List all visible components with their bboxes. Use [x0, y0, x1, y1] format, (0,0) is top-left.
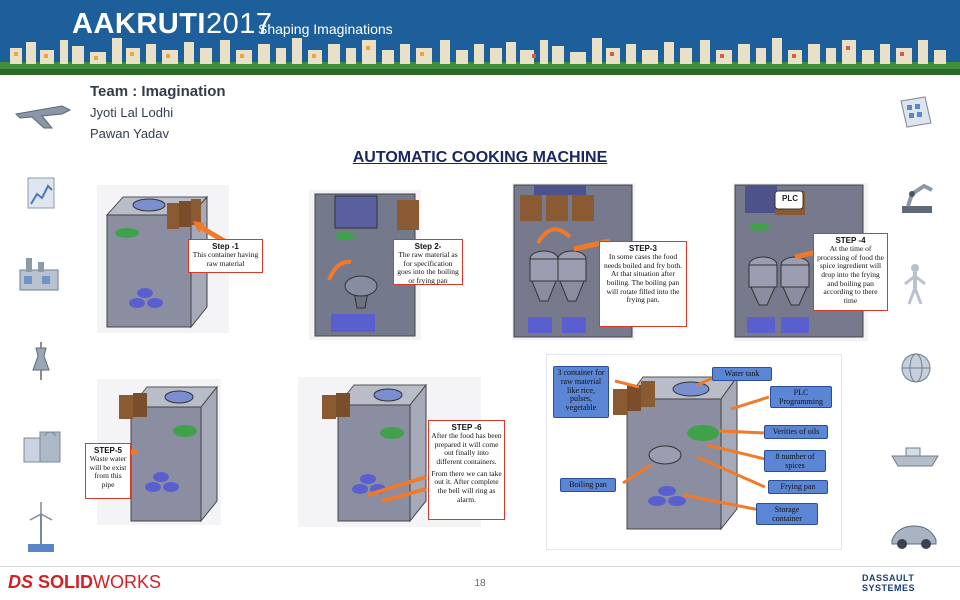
step5-title: STEP-5	[93, 446, 122, 455]
header-banner: AAKRUTI2017 Shaping Imaginations	[0, 0, 960, 75]
brand-year: 2017	[206, 8, 273, 40]
machine-render	[322, 383, 428, 523]
globe-icon	[901, 353, 931, 383]
label-plc: PLC Programming	[770, 386, 832, 408]
label-water-tank: Water tank	[712, 367, 772, 381]
robot-arm-icon	[902, 183, 933, 213]
slide-title: AUTOMATIC COOKING MACHINE	[352, 149, 608, 166]
solidworks-solid: SOLID	[38, 572, 94, 592]
step6-text2: From there we can take out it. After com…	[431, 468, 502, 504]
step1-text: This container having raw material	[192, 250, 259, 268]
wind-turbine-icon	[28, 502, 54, 552]
machine-render	[513, 184, 633, 338]
step1-callout: Step -1 This container having raw materi…	[188, 239, 263, 273]
blueprint-icon	[900, 96, 932, 128]
step1-title: Step -1	[212, 242, 239, 251]
label-storage: Storage container	[756, 503, 818, 525]
factory-icon	[19, 258, 59, 291]
machine-render	[105, 195, 233, 329]
machine-render	[613, 375, 770, 531]
human-figure-icon	[904, 264, 926, 305]
step1-render	[97, 185, 233, 333]
dassault-logo: DASSAULT SYSTEMES	[862, 573, 915, 593]
event-brand: AAKRUTI2017	[72, 8, 273, 41]
plc-unit-label: PLC	[782, 194, 798, 203]
solidworks-logo: DS SOLIDWORKS	[8, 572, 161, 593]
team-member: Jyoti Lal Lodhi	[90, 105, 174, 120]
city-skyline-illustration	[0, 38, 960, 75]
jet-icon	[14, 105, 72, 129]
step4-title: STEP -4	[835, 236, 866, 245]
step4-text: At the time of processing of food the sp…	[817, 244, 884, 305]
solidworks-works: WORKS	[93, 572, 162, 592]
label-oils: Verities of oils	[764, 425, 828, 439]
team-member: Pawan Yadav	[90, 126, 170, 141]
dassault-line2: SYSTEMES	[862, 583, 916, 593]
label-frying-pan: Frying pan	[768, 480, 828, 494]
step2-callout: Step 2- The raw material as for specific…	[393, 239, 463, 285]
step6-title: STEP -6	[451, 423, 482, 432]
step5-text: Waste water will be exist from this pipe	[89, 454, 127, 490]
step5-callout: STEP-5 Waste water will be exist from th…	[85, 443, 131, 499]
step2-title: Step 2-	[414, 242, 442, 251]
step3-callout: STEP-3 In some cases the food needs boil…	[599, 241, 687, 327]
label-boiling-pan: Boiling pan	[560, 478, 616, 492]
label-spices: 8 number of spices	[764, 450, 826, 472]
dassault-line1: DASSAULT	[862, 573, 915, 583]
page-number: 18	[474, 578, 486, 589]
dress-icon	[32, 342, 50, 380]
car-icon	[891, 525, 937, 549]
machine-render	[94, 385, 219, 523]
brand-name: AAKRUTI	[72, 8, 206, 40]
step2-text: The raw material as for specification go…	[397, 250, 459, 286]
banner-sky	[0, 0, 960, 40]
step6-callout: STEP -6 After the food has been prepared…	[428, 420, 505, 520]
shopping-bag-icon	[23, 431, 61, 463]
footer-divider	[0, 566, 960, 567]
step4-callout: STEP -4 At the time of processing of foo…	[813, 233, 888, 311]
chart-icon	[27, 177, 55, 209]
ds-mark: DS	[8, 572, 34, 592]
event-tagline: Shaping Imaginations	[258, 21, 393, 37]
team-title: Team : Imagination	[90, 83, 226, 100]
ship-icon	[891, 447, 939, 467]
step6-text1: After the food has been prepared it will…	[431, 431, 502, 467]
step3-title: STEP-3	[628, 244, 657, 253]
label-containers: 3 container for raw material like rice, …	[553, 366, 609, 418]
step3-text: In some cases the food needs boiled and …	[603, 252, 683, 305]
